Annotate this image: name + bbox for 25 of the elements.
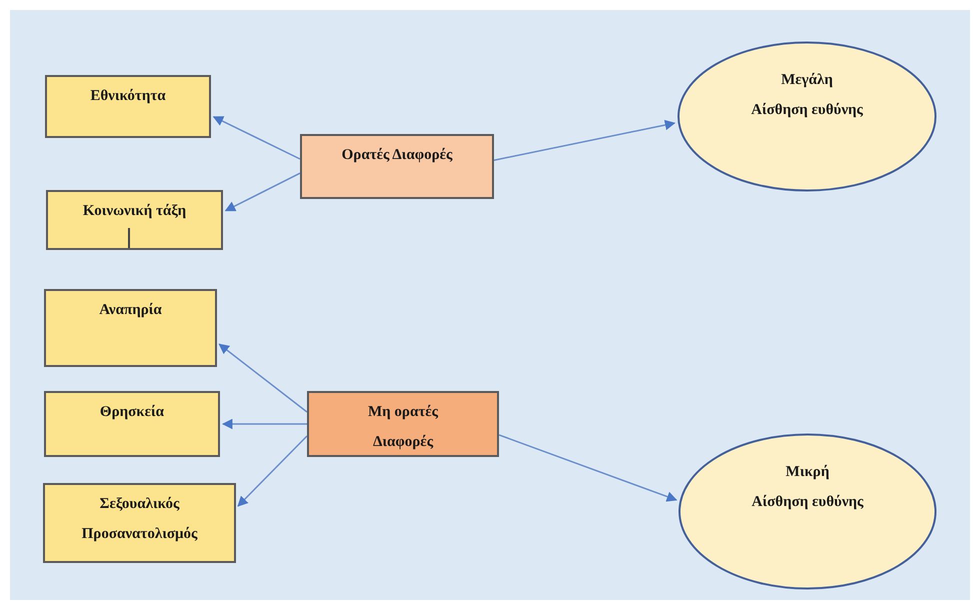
node-label: Αίσθηση ευθύνης (751, 101, 863, 120)
group-box (300, 134, 494, 199)
category-box (44, 391, 220, 457)
node-label: Μικρή (786, 463, 830, 482)
node-label: Αναπηρία (99, 301, 162, 320)
arrow (222, 418, 307, 430)
category-box (43, 483, 236, 563)
arrow (498, 434, 678, 502)
arrow (224, 172, 300, 212)
group-box (307, 391, 499, 457)
arrow (237, 435, 308, 507)
arrow (218, 344, 308, 413)
node-label: Κοινωνική τάξη (82, 202, 186, 221)
node-label: Σεξουαλικός Προσανατολισμός (80, 495, 198, 544)
arrow (212, 116, 300, 160)
node-label: Θρησκεία (100, 403, 164, 422)
arrow (494, 120, 676, 161)
node-label: Αίσθηση ευθύνης (752, 493, 864, 512)
node-label: Εθνικότητα (90, 87, 166, 106)
node-label: Μεγάλη (781, 71, 833, 90)
category-box (45, 75, 211, 138)
category-box (44, 289, 217, 367)
category-box (46, 190, 223, 250)
node-label: Ορατές Διαφορές (342, 146, 452, 165)
node-label: Μη ορατές Διαφορές (367, 403, 440, 452)
